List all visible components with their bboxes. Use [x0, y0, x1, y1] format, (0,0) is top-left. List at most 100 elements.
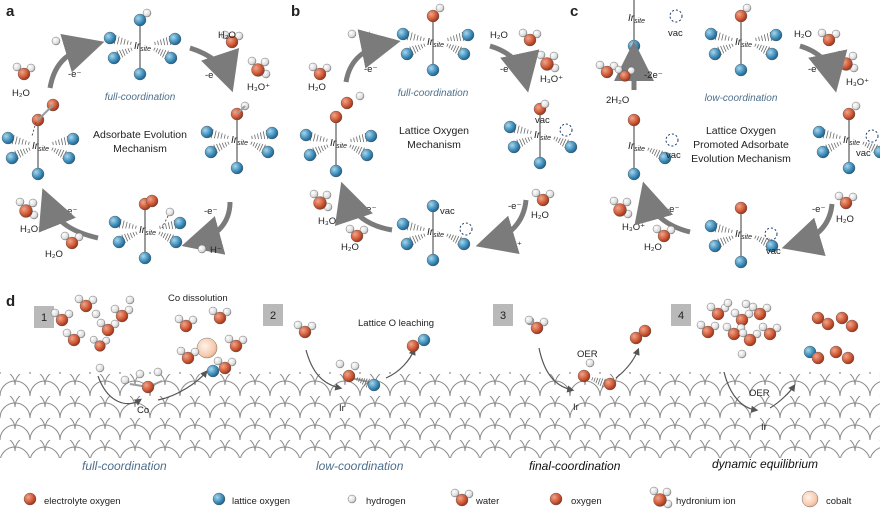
- hash-bond: [718, 32, 721, 41]
- cycle-arrow: [799, 43, 848, 93]
- hash-bond: [214, 130, 217, 139]
- hash-bond: [129, 232, 133, 239]
- hash-bond: [864, 142, 868, 147]
- mechanism-title-c-3: Evolution Mechanism: [691, 153, 791, 165]
- electrolyte-oxygen-atom: [811, 311, 825, 325]
- electrolyte-oxygen-atom: [79, 299, 93, 313]
- hydrogen-atom: [247, 56, 257, 66]
- hydrogen-atom: [742, 3, 752, 13]
- step-number: 1: [41, 312, 47, 324]
- electrolyte-oxygen-atom: [313, 67, 327, 81]
- label-text: H₃O⁺: [247, 82, 270, 93]
- hash-bond: [557, 137, 561, 144]
- hash-bond: [128, 223, 131, 229]
- hash-bond: [447, 37, 449, 42]
- hydrogen-atom: [622, 197, 632, 207]
- lattice-oxygen-atom: [503, 120, 517, 134]
- hash-bond: [164, 233, 169, 240]
- hash-bond: [221, 142, 225, 149]
- hash-bond: [323, 145, 327, 150]
- hash-bond: [320, 145, 324, 152]
- hash-bond: [562, 138, 567, 147]
- lattice-oxygen-atom: [164, 51, 178, 65]
- hydrogen-atom: [125, 295, 135, 305]
- hash-bond: [120, 37, 123, 45]
- hash-bond: [121, 49, 126, 56]
- hash-bond: [353, 145, 357, 152]
- hash-bond: [162, 232, 166, 239]
- legend-lattice-oxygen: lattice oxygen: [232, 496, 290, 507]
- hydrogen-atom: [532, 29, 542, 39]
- hash-bond: [132, 232, 136, 237]
- label-text: -e⁻: [508, 201, 521, 212]
- hash-bond: [15, 136, 18, 145]
- hydrogen-atom: [50, 308, 60, 318]
- lattice-oxygen-atom: [816, 145, 830, 159]
- hydrogen-atom: [234, 31, 244, 41]
- hash-bond: [216, 143, 221, 152]
- hash-bond: [423, 227, 425, 231]
- hydrogen-atom: [135, 369, 145, 379]
- hydrogen-atom: [102, 336, 111, 345]
- electrolyte-oxygen-atom: [763, 327, 777, 341]
- label-text: 2H₂O: [606, 95, 629, 106]
- hydrogen-atom: [595, 60, 605, 70]
- hydrogen-atom: [696, 320, 706, 330]
- hash-bond: [127, 48, 131, 53]
- hydrogen-atom: [817, 28, 827, 38]
- ir-atom-label-4: Ir: [761, 422, 767, 433]
- hash-bond: [839, 141, 842, 145]
- hash-bond: [412, 45, 417, 54]
- step-number: 4: [678, 310, 684, 322]
- cycle-arrow: [634, 181, 691, 235]
- hash-bond: [527, 137, 531, 142]
- dashed-bond: [31, 121, 37, 137]
- hash-bond: [227, 141, 230, 145]
- legend-water: water: [475, 496, 499, 507]
- hydrogen-atom: [76, 329, 86, 339]
- hydrogen-atom: [347, 29, 357, 39]
- label-text: -e⁻: [68, 69, 81, 80]
- electrolyte-oxygen-atom: [23, 492, 37, 506]
- electrolyte-oxygen-atom: [627, 113, 641, 127]
- hash-bond: [450, 36, 452, 42]
- hash-bond: [57, 149, 62, 156]
- ir-atom-label-3: Ir: [573, 402, 579, 413]
- hydrogen-atom: [834, 191, 844, 201]
- hydrogen-atom: [355, 91, 365, 101]
- label-text: H₂O: [218, 30, 236, 41]
- hydrogen-atom: [95, 363, 105, 373]
- hash-bond: [728, 236, 732, 241]
- lattice-oxygen-atom: [31, 167, 45, 181]
- hydrogen-atom: [322, 63, 332, 73]
- hash-bond: [160, 39, 162, 46]
- lattice-oxygen-atom: [112, 235, 126, 249]
- vacancy-marker: [669, 9, 683, 23]
- hydrogen-atom: [335, 359, 345, 369]
- hash-bond: [420, 44, 424, 49]
- hydrogen-atom: [307, 321, 317, 331]
- step-1-label: Co dissolution: [168, 293, 228, 304]
- electrolyte-oxygen-atom: [329, 110, 343, 124]
- hash-bond: [718, 224, 721, 233]
- hash-bond: [361, 378, 366, 385]
- hydrogen-atom: [88, 295, 98, 305]
- hash-bond: [170, 221, 174, 230]
- state-label-2: low-coordination: [316, 459, 404, 473]
- lattice-oxygen-atom: [842, 161, 856, 175]
- hydrogen-atom: [142, 8, 152, 18]
- lattice-oxygen-atom: [627, 167, 641, 181]
- co-atom-label: Co: [137, 405, 149, 416]
- hash-bond: [763, 45, 768, 54]
- hydrogen-atom: [666, 225, 676, 235]
- hash-bond: [319, 136, 322, 142]
- hash-bond: [413, 33, 416, 41]
- electrolyte-oxygen-atom: [653, 493, 667, 507]
- hydrogen-atom: [549, 51, 559, 61]
- hash-bond: [165, 223, 167, 230]
- cycle-arrow: [475, 199, 529, 254]
- label-text: H₃O⁺: [318, 216, 341, 227]
- hash-bond: [458, 33, 462, 42]
- hash-bond: [599, 378, 604, 387]
- label-text: H₂O: [531, 210, 549, 221]
